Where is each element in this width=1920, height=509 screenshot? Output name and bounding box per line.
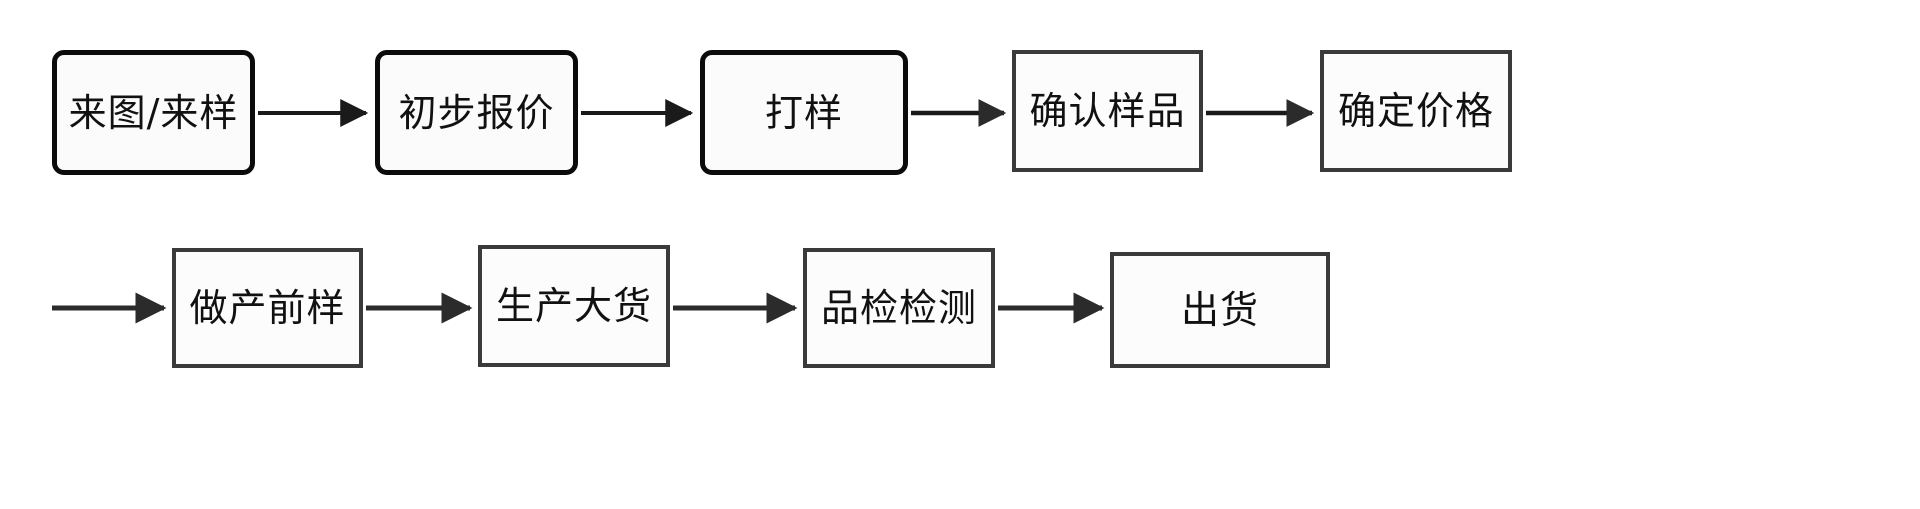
node-label: 打样 xyxy=(764,90,843,135)
node-label: 品检检测 xyxy=(820,286,977,330)
flow-node-zuo-chan-qian-yang[interactable]: 做产前样 xyxy=(172,248,363,368)
flow-node-pin-jian-jian-ce[interactable]: 品检检测 xyxy=(803,248,995,368)
node-label: 做产前样 xyxy=(189,286,346,330)
flow-node-que-ren-yang-pin[interactable]: 确认样品 xyxy=(1012,50,1203,172)
node-label: 出货 xyxy=(1180,288,1259,332)
node-label: 来图/来样 xyxy=(68,90,239,135)
node-label: 确定价格 xyxy=(1337,89,1494,133)
flow-node-sheng-chan-da-huo[interactable]: 生产大货 xyxy=(478,245,670,367)
node-label: 初步报价 xyxy=(398,90,555,135)
flow-node-chu-bu-bao-jia[interactable]: 初步报价 xyxy=(375,50,578,175)
flow-node-lai-tu-lai-yang[interactable]: 来图/来样 xyxy=(52,50,255,175)
flow-node-da-yang[interactable]: 打样 xyxy=(700,50,908,175)
flow-node-que-ding-jia-ge[interactable]: 确定价格 xyxy=(1320,50,1512,172)
node-label: 生产大货 xyxy=(495,284,652,328)
node-label: 确认样品 xyxy=(1029,89,1186,133)
flow-node-chu-huo[interactable]: 出货 xyxy=(1110,252,1330,368)
